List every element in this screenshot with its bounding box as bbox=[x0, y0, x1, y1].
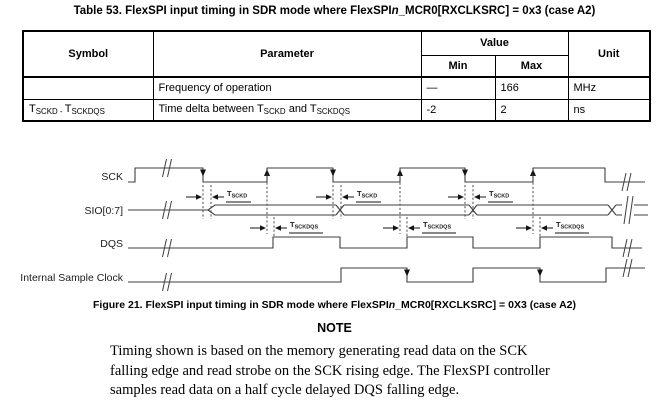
tsckd-annotation: TSCKD bbox=[316, 185, 381, 219]
break-marks bbox=[622, 258, 633, 278]
rising-edge-arrow bbox=[264, 169, 270, 176]
svg-text:TSCKD: TSCKD bbox=[489, 189, 509, 200]
bus-transition-x bbox=[468, 204, 478, 216]
svg-text:TSCKDQS: TSCKDQS bbox=[556, 220, 584, 231]
figure-caption: Figure 21. FlexSPI input timing in SDR m… bbox=[92, 299, 577, 311]
table-title: Table 53. FlexSPI input timing in SDR mo… bbox=[73, 5, 596, 17]
svg-text:TSCKDQS: TSCKDQS bbox=[423, 220, 451, 231]
col-header-symbol: Symbol bbox=[22, 30, 154, 78]
tsckd-annotation: TSCKD bbox=[448, 185, 513, 219]
tsckdqs-annotation: TSCKDQS bbox=[383, 170, 456, 236]
svg-text:TSCKDQS: TSCKDQS bbox=[290, 220, 318, 231]
break-marks bbox=[162, 272, 172, 292]
sio-label: SIO[0:7] bbox=[84, 205, 123, 217]
signal-labels: SCK SIO[0:7] DQS Internal Sample Clock bbox=[20, 171, 123, 284]
break-marks bbox=[162, 238, 172, 258]
dqs-label: DQS bbox=[100, 238, 123, 250]
tsckd-annotation: TSCKD bbox=[186, 185, 251, 219]
cell-symbol bbox=[22, 76, 154, 100]
sample-edge-arrow bbox=[404, 269, 410, 277]
note-line: falling edge and read strobe on the SCK … bbox=[110, 362, 550, 379]
bus-transition-x bbox=[607, 204, 617, 216]
cell-parameter: Frequency of operation bbox=[152, 76, 422, 100]
internal-sample-clock-label: Internal Sample Clock bbox=[20, 272, 123, 284]
cell-min: — bbox=[420, 76, 496, 100]
cell-min: -2 bbox=[420, 98, 496, 122]
note-body: Timing shown is based on the memory gene… bbox=[110, 342, 590, 401]
timing-diagram: SCK SIO[0:7] DQS Internal Sample Clock bbox=[20, 158, 648, 292]
tsckdqs-annotation: TSCKDQS bbox=[250, 170, 323, 236]
break-marks bbox=[621, 172, 632, 192]
rising-edge-arrow bbox=[530, 169, 536, 176]
bus-transition-x bbox=[335, 204, 345, 216]
falling-edge-arrow bbox=[200, 169, 206, 177]
timing-spec-table: Symbol Parameter Value Unit Min Max Freq… bbox=[22, 30, 651, 122]
falling-edge-arrow bbox=[330, 169, 336, 177]
tsckdqs-annotation: TSCKDQS bbox=[516, 170, 589, 236]
cell-unit: ns bbox=[567, 98, 651, 122]
internal-sample-clock-waveform bbox=[128, 258, 645, 292]
col-header-min: Min bbox=[420, 54, 496, 78]
break-marks bbox=[162, 158, 172, 178]
break-marks bbox=[622, 238, 633, 258]
svg-text:TSCKD: TSCKD bbox=[227, 189, 247, 200]
col-header-value: Value bbox=[420, 30, 569, 56]
note-line: Timing shown is based on the memory gene… bbox=[110, 343, 528, 359]
cell-max: 2 bbox=[494, 98, 569, 122]
col-header-parameter: Parameter bbox=[152, 30, 422, 78]
sio-bus-waveform bbox=[128, 195, 648, 225]
break-marks bbox=[623, 195, 634, 225]
sample-edge-arrow bbox=[537, 269, 543, 277]
cell-unit: MHz bbox=[567, 76, 651, 100]
col-header-max: Max bbox=[494, 54, 569, 78]
note-heading: NOTE bbox=[317, 321, 352, 335]
cell-max: 166 bbox=[494, 76, 569, 100]
sck-label: SCK bbox=[101, 171, 123, 183]
col-header-unit: Unit bbox=[567, 30, 651, 78]
table-row: TSCKD - TSCKDQS Time delta between TSCKD… bbox=[22, 98, 651, 122]
sck-waveform bbox=[128, 158, 645, 192]
break-marks bbox=[162, 200, 172, 220]
note-line: samples read data on a half cycle delaye… bbox=[110, 382, 460, 398]
dqs-waveform bbox=[128, 236, 642, 258]
rising-edge-arrow bbox=[397, 169, 403, 176]
table-row: Frequency of operation — 166 MHz bbox=[22, 76, 651, 100]
cell-parameter: Time delta between TSCKD and TSCKDQS bbox=[152, 98, 422, 122]
falling-edge-arrow bbox=[462, 169, 468, 177]
cell-symbol: TSCKD - TSCKDQS bbox=[22, 98, 154, 122]
svg-text:TSCKD: TSCKD bbox=[357, 189, 377, 200]
